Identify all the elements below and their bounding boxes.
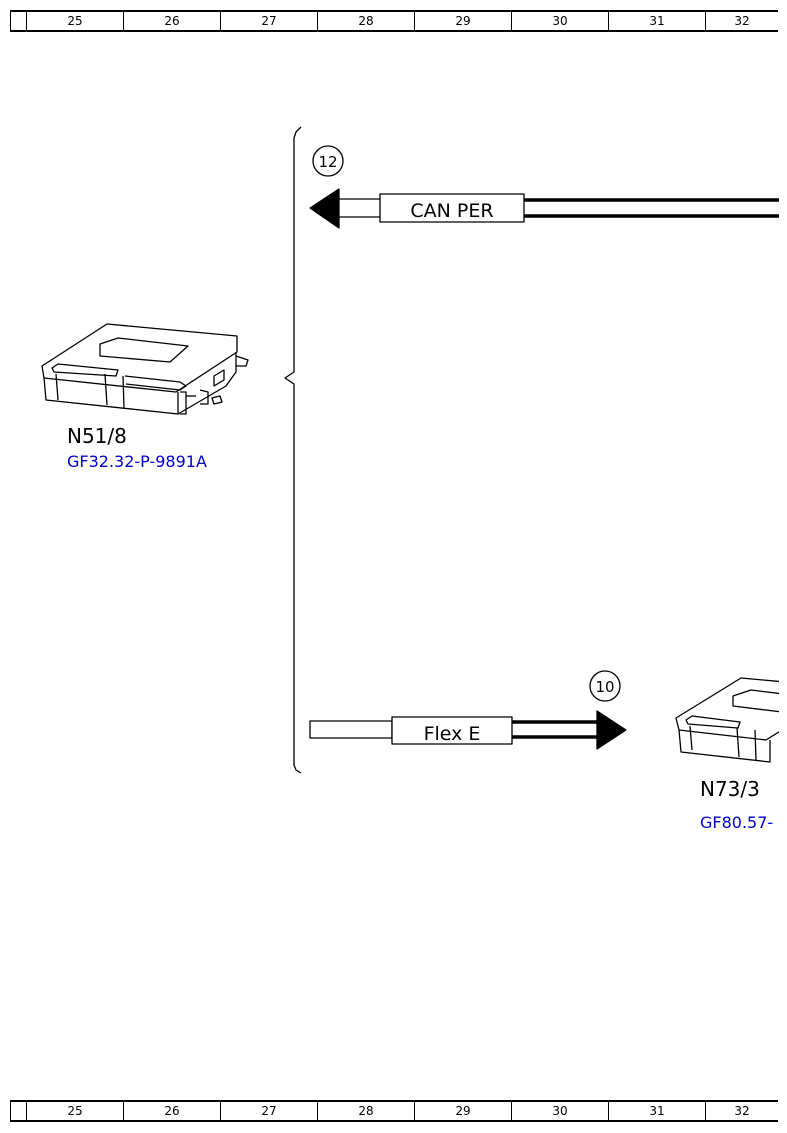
group-brace (284, 126, 302, 774)
can-per-connection (309, 145, 779, 229)
ruler-column: 31 (608, 1102, 705, 1120)
connection-label: Flex E (424, 723, 481, 745)
connection-number-circle (312, 145, 344, 177)
ruler-margin-cell (10, 12, 26, 30)
ruler-column: 26 (123, 12, 220, 30)
column-ruler-top: 25 26 27 28 29 30 31 32 (10, 10, 778, 32)
connection-label-box (391, 716, 513, 745)
control-unit-icon[interactable] (41, 323, 249, 415)
connection-number-circle (589, 670, 621, 702)
component-code: N51/8 (67, 424, 127, 448)
document-reference-link[interactable]: GF32.32-P-9891A (67, 452, 207, 471)
arrow-left-icon (309, 188, 340, 229)
connection-number: 10 (595, 678, 614, 696)
ruler-margin-cell (10, 1102, 26, 1120)
ruler-column: 29 (414, 12, 511, 30)
connection-label: CAN PER (410, 200, 493, 222)
ruler-column: 28 (317, 1102, 414, 1120)
flex-e-connection (309, 670, 627, 750)
control-unit-icon[interactable] (675, 677, 787, 763)
ruler-column: 28 (317, 12, 414, 30)
ruler-column: 32 (705, 1102, 778, 1120)
ruler-column: 27 (220, 12, 317, 30)
ruler-column: 30 (511, 12, 608, 30)
arrow-right-icon (596, 710, 627, 750)
ruler-column: 30 (511, 1102, 608, 1120)
connection-number: 12 (318, 153, 337, 171)
ruler-column: 26 (123, 1102, 220, 1120)
ruler-column: 27 (220, 1102, 317, 1120)
component-code: N73/3 (700, 777, 760, 801)
column-ruler-bottom: 25 26 27 28 29 30 31 32 (10, 1100, 778, 1122)
connection-label-box (379, 193, 525, 223)
ruler-column: 29 (414, 1102, 511, 1120)
ruler-column: 25 (26, 1102, 123, 1120)
document-reference-link[interactable]: GF80.57- (700, 813, 773, 832)
ruler-column: 31 (608, 12, 705, 30)
ruler-column: 25 (26, 12, 123, 30)
ruler-column: 32 (705, 12, 778, 30)
